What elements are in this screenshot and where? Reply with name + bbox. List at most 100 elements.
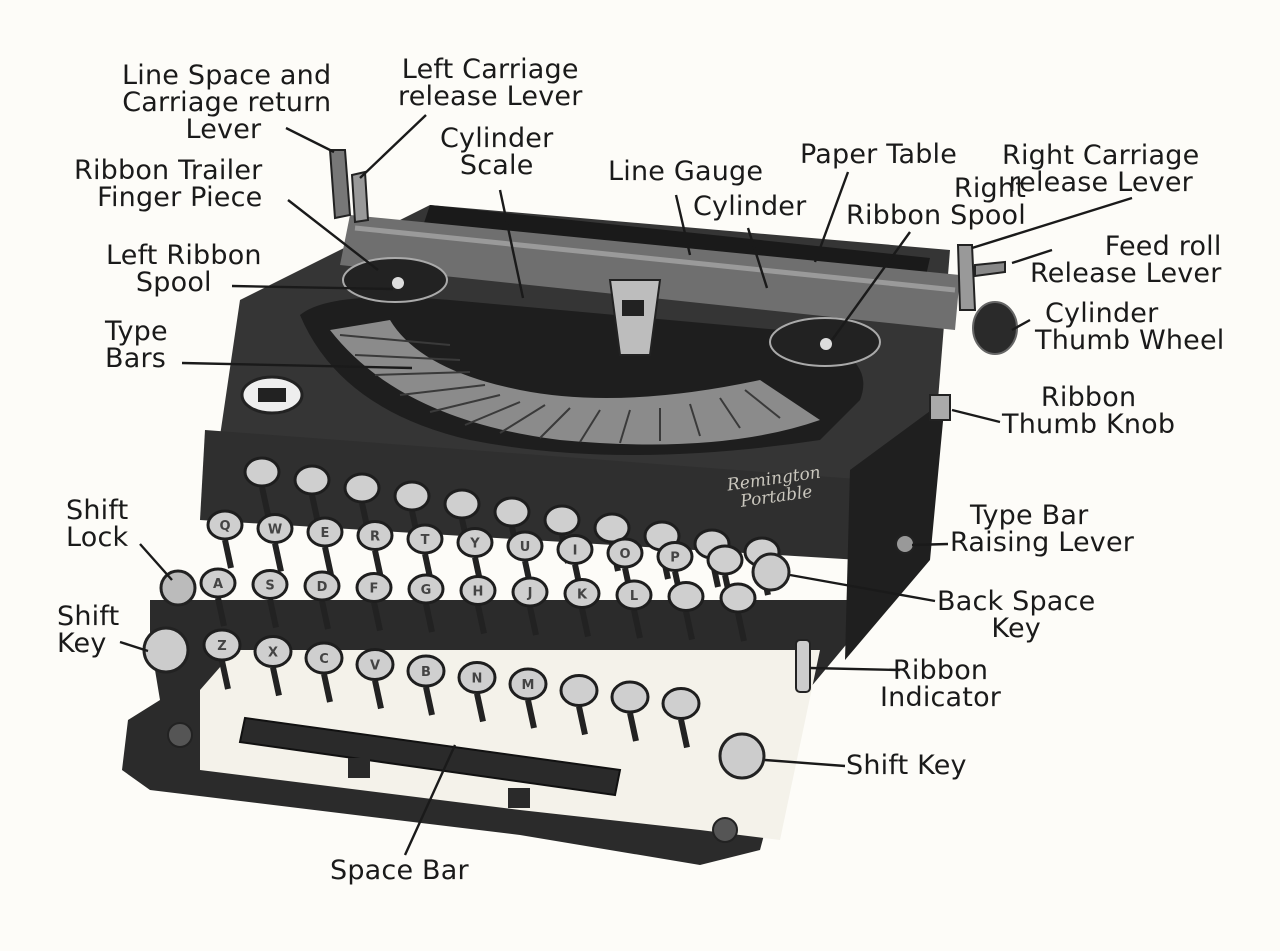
key (661, 687, 701, 749)
key-cap (667, 581, 705, 612)
label-line: Ribbon (1040, 382, 1137, 413)
key-letter: E (321, 526, 330, 541)
key-stem (579, 607, 591, 638)
key (243, 456, 281, 516)
key-letter: W (268, 523, 282, 538)
right-carriage-release-lever (956, 244, 977, 311)
label-line: Ribbon (892, 655, 989, 686)
key-cap (706, 544, 744, 576)
key-letter: P (670, 551, 680, 566)
key-cap (563, 578, 601, 609)
body-right-panel (845, 400, 945, 660)
key-letter: K (577, 588, 588, 603)
label-line: release Lever (1008, 167, 1193, 198)
key-letter: D (317, 580, 328, 595)
key-cap (304, 641, 344, 675)
key-stem (267, 598, 279, 629)
label-right-ribbon-spool: Right Ribbon Spool (846, 175, 1026, 229)
leader-line-gauge (674, 194, 692, 256)
leader-ribbon-indicator (809, 666, 901, 672)
label-line-space-lever: Line Space and Carriage return Lever (122, 62, 331, 143)
space-bar-foot-left (348, 758, 370, 778)
key-stem (270, 666, 282, 697)
leader-left-carriage-release (359, 114, 427, 179)
key-letter: S (265, 579, 274, 594)
label-line: Bars (105, 343, 167, 374)
key-stem (272, 542, 284, 573)
label-ribbon-thumb-knob: Ribbon Thumb Knob (1002, 384, 1175, 438)
label-line: Shift Key (846, 750, 967, 781)
key-letter: Z (217, 639, 226, 654)
key-stem (627, 712, 639, 742)
key-cap (610, 680, 650, 714)
key-cap (661, 687, 701, 720)
key-cap (306, 516, 344, 548)
label-line: Space Bar (330, 855, 469, 886)
key (719, 582, 757, 642)
key-letter: O (619, 547, 630, 562)
space-bar (238, 716, 622, 797)
key-cap (355, 572, 393, 603)
key-cap (556, 534, 594, 565)
cylinder-thumb-wheel (972, 301, 1018, 355)
label-line: Carriage return (122, 87, 332, 118)
key-cap (303, 570, 341, 602)
key-letter: G (421, 583, 432, 598)
key-letter: C (319, 652, 329, 667)
key: V (355, 648, 395, 710)
key-stem (219, 660, 231, 690)
leader-ribbon-trailer (287, 199, 379, 271)
label-shift-key-left: Shift Key (57, 603, 119, 657)
key: N (457, 661, 497, 723)
key-letter: F (370, 582, 379, 597)
leader-cylinder (746, 227, 769, 289)
key-stem (527, 606, 539, 636)
key-cap (355, 648, 395, 681)
key-letter: N (472, 672, 483, 687)
key-letter: R (370, 530, 380, 545)
label-right-carriage-release: Right Carriage release Lever (1002, 142, 1199, 196)
key: F (355, 572, 393, 632)
right-spool-hub (820, 338, 832, 350)
key-letter: H (473, 585, 484, 600)
label-line: Lever (185, 114, 262, 145)
label-line: Shift (57, 601, 120, 632)
label-cylinder-thumb-wheel: Cylinder Thumb Wheel (1035, 300, 1224, 354)
key-stem (678, 718, 690, 749)
label-line: Finger Piece (97, 182, 263, 213)
label-line: Ribbon Trailer (74, 155, 263, 186)
key-stem (423, 686, 435, 716)
label-cylinder-scale: Cylinder Scale (440, 125, 553, 179)
label-cylinder: Cylinder (693, 193, 806, 220)
key: S (251, 569, 289, 629)
key-letter: V (370, 659, 380, 674)
key: Z (202, 628, 242, 690)
key-stem (371, 601, 383, 632)
key-cap (493, 496, 531, 528)
leader-ribbon-thumb-knob (951, 408, 1001, 424)
key-letter: I (573, 544, 578, 559)
label-line: Lock (66, 522, 129, 553)
key: E (306, 516, 344, 576)
key-cap (511, 576, 549, 608)
key-cap (543, 504, 581, 536)
key-cap (443, 488, 481, 520)
label-left-carriage-release: Left Carriage release Lever (398, 56, 583, 110)
key: Q (206, 509, 244, 569)
ribbon-thumb-knob (929, 394, 951, 421)
key: T (406, 523, 444, 583)
key-cap (615, 579, 653, 611)
key-stem (321, 673, 333, 703)
key-cap (253, 635, 293, 668)
key: J (511, 576, 549, 636)
line-gauge-window (622, 300, 644, 316)
leader-space-bar (403, 744, 457, 856)
label-paper-table: Paper Table (800, 141, 957, 168)
label-line: Type (105, 316, 168, 347)
base-foot-left (167, 722, 193, 748)
label-shift-key-right: Shift Key (846, 752, 967, 779)
key-letter: T (421, 533, 430, 548)
key (667, 581, 705, 641)
leader-left-ribbon-spool (231, 284, 394, 291)
feed-roll-lever (974, 260, 1006, 278)
